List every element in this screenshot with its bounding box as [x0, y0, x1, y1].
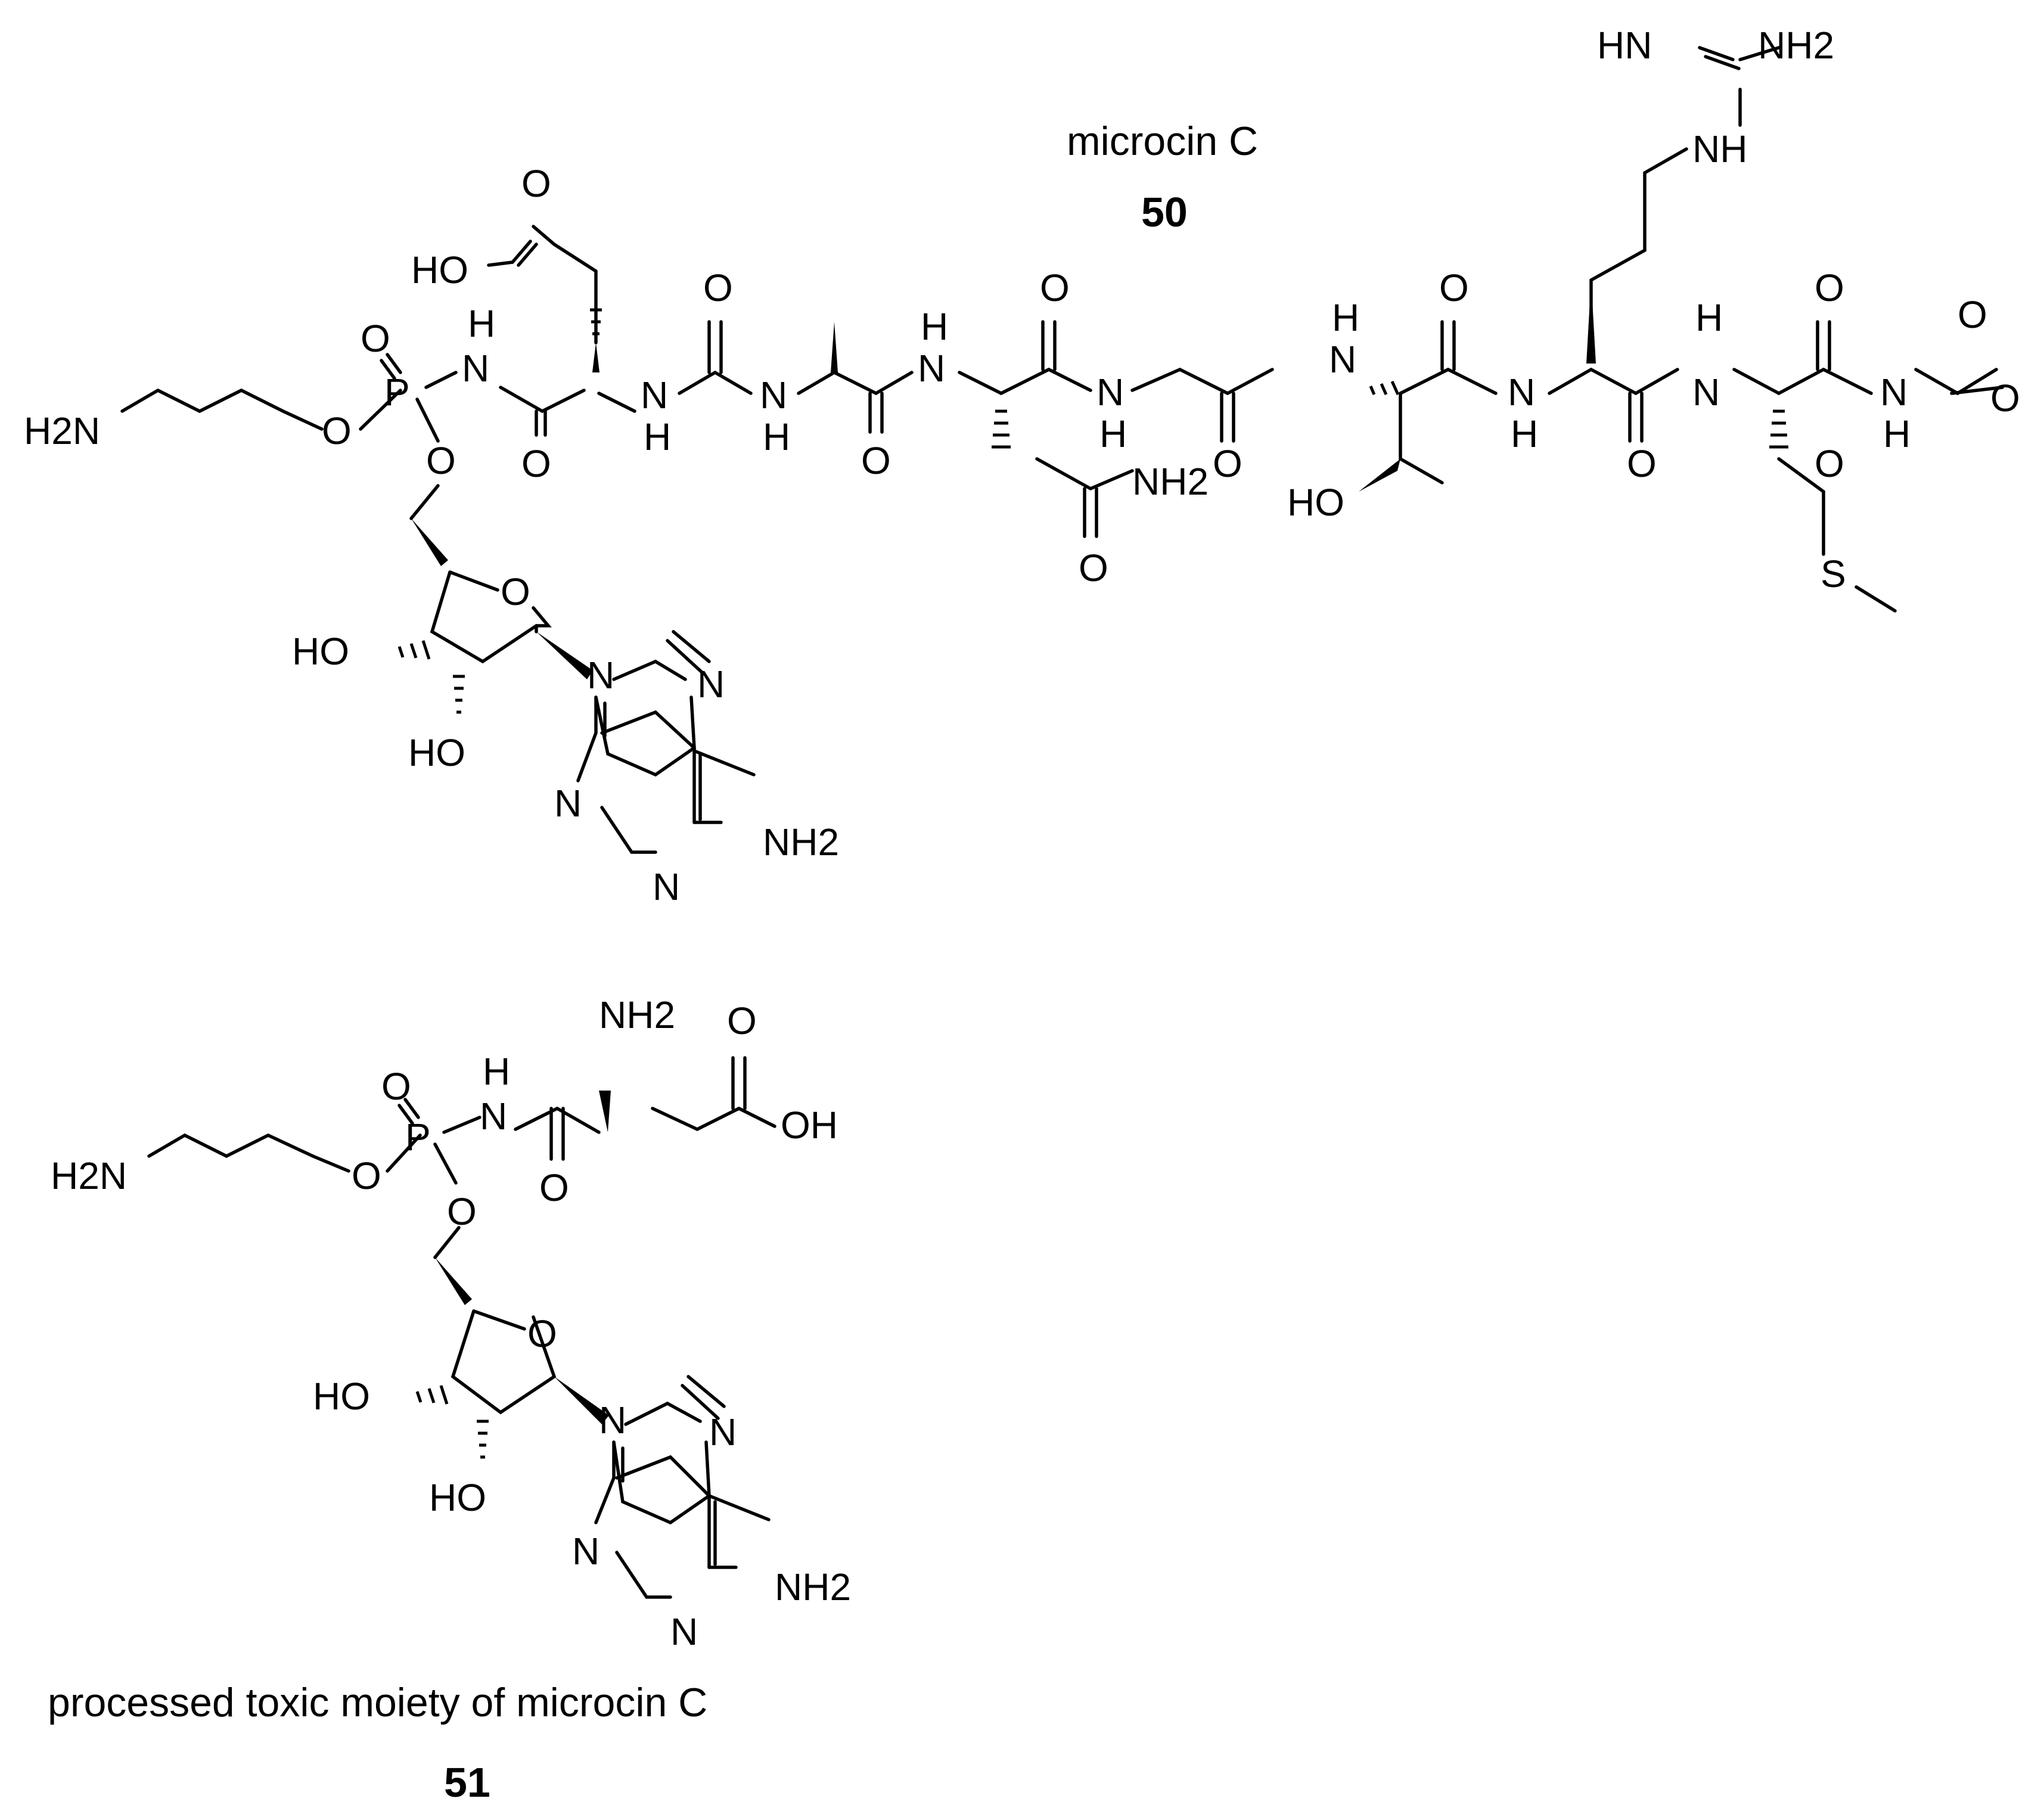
atom-label: P	[384, 371, 410, 414]
structure-51: NH2 O O H N P OH H2N O O O O HO N N HO N…	[48, 993, 851, 1806]
atom-label: N	[599, 1399, 626, 1442]
atom-label: H	[1883, 412, 1911, 455]
atom-label: H	[1695, 296, 1723, 339]
atom-label: O	[352, 1154, 381, 1197]
atom-label: O	[447, 1190, 477, 1233]
atom-label: H2N	[51, 1154, 127, 1197]
atom-label: H	[1511, 412, 1538, 455]
atom-label: O	[381, 1065, 411, 1108]
atom-label: O	[861, 439, 891, 482]
atom-label: NH2	[599, 993, 675, 1036]
atom-label: O	[727, 999, 757, 1042]
atom-label: N	[1880, 371, 1908, 414]
bonds-50	[120, 46, 2004, 854]
atom-label: N	[554, 782, 582, 825]
atom-label: O	[1815, 442, 1844, 485]
atom-label: O	[1213, 442, 1242, 485]
atom-label: O	[1990, 377, 2020, 420]
atom-label: O	[1627, 442, 1657, 485]
atom-label: OH	[781, 1104, 838, 1147]
atom-label: O	[1815, 266, 1844, 309]
atom-label: NH	[1692, 128, 1747, 170]
atom-label: H	[1099, 412, 1127, 455]
atom-label: O	[1040, 266, 1070, 309]
atom-label: N	[587, 654, 614, 697]
atom-label: HO	[408, 731, 465, 774]
atom-label: HO	[313, 1375, 370, 1418]
stereo-bonds-50	[397, 280, 1788, 714]
atom-label: O	[521, 162, 551, 205]
compound-number: 51	[444, 1759, 490, 1806]
atom-label: O	[527, 1312, 557, 1355]
compound-name: microcin C	[1067, 119, 1258, 164]
atom-label: O	[322, 409, 352, 452]
atom-label: N	[918, 347, 945, 390]
atom-label: N	[462, 347, 489, 390]
atom-label: N	[1329, 338, 1356, 381]
atom-label: N	[709, 1411, 737, 1453]
atom-label: HO	[292, 630, 349, 673]
atom-label: O	[1958, 293, 1987, 336]
atom-label: N	[697, 663, 725, 706]
compound-name: processed toxic moiety of microcin C	[48, 1680, 707, 1725]
atom-label: N	[653, 865, 680, 908]
atom-label: S	[1821, 552, 1846, 595]
atom-label: O	[539, 1166, 569, 1209]
structure-50: HN NH2 NH O HO O H N O P O H2N O O N H O…	[24, 24, 2020, 908]
compound-number: 50	[1141, 189, 1188, 235]
atom-label: O	[426, 439, 456, 482]
atom-label: HN	[1597, 24, 1652, 67]
atom-label: N	[480, 1095, 507, 1138]
atom-label: H	[468, 302, 495, 345]
bonds-51	[147, 1056, 776, 1599]
atom-label: H	[1332, 296, 1359, 339]
atom-labels-50: HN NH2 NH O HO O H N O P O H2N O O N H O…	[24, 24, 2020, 908]
atom-label: N	[1508, 371, 1535, 414]
atom-label: NH2	[1132, 460, 1209, 503]
atom-labels-51: NH2 O O H N P OH H2N O O O O HO N N HO N…	[51, 993, 851, 1653]
atom-label: N	[641, 374, 668, 417]
atom-label: N	[760, 374, 787, 417]
stereo-bonds-51	[415, 1091, 611, 1459]
atom-label: HO	[411, 249, 468, 291]
atom-label: O	[501, 570, 530, 613]
atom-label: NH2	[1758, 24, 1834, 67]
atom-label: NH2	[775, 1566, 851, 1608]
atom-label: NH2	[763, 821, 839, 864]
atom-label: O	[521, 442, 551, 485]
atom-label: N	[1096, 371, 1124, 414]
atom-label: H	[483, 1050, 510, 1093]
atom-label: P	[405, 1116, 431, 1158]
atom-label: N	[670, 1610, 698, 1653]
atom-label: H	[644, 415, 671, 458]
atom-label: HO	[429, 1476, 486, 1519]
atom-label: HO	[1287, 481, 1344, 524]
atom-label: O	[1439, 266, 1469, 309]
atom-label: O	[361, 317, 390, 360]
atom-label: O	[703, 266, 733, 309]
atom-label: O	[1079, 546, 1108, 589]
atom-label: N	[1692, 371, 1720, 414]
atom-label: N	[572, 1530, 599, 1573]
atom-label: H	[921, 305, 948, 348]
atom-label: H	[763, 415, 790, 458]
atom-label: H2N	[24, 409, 100, 452]
